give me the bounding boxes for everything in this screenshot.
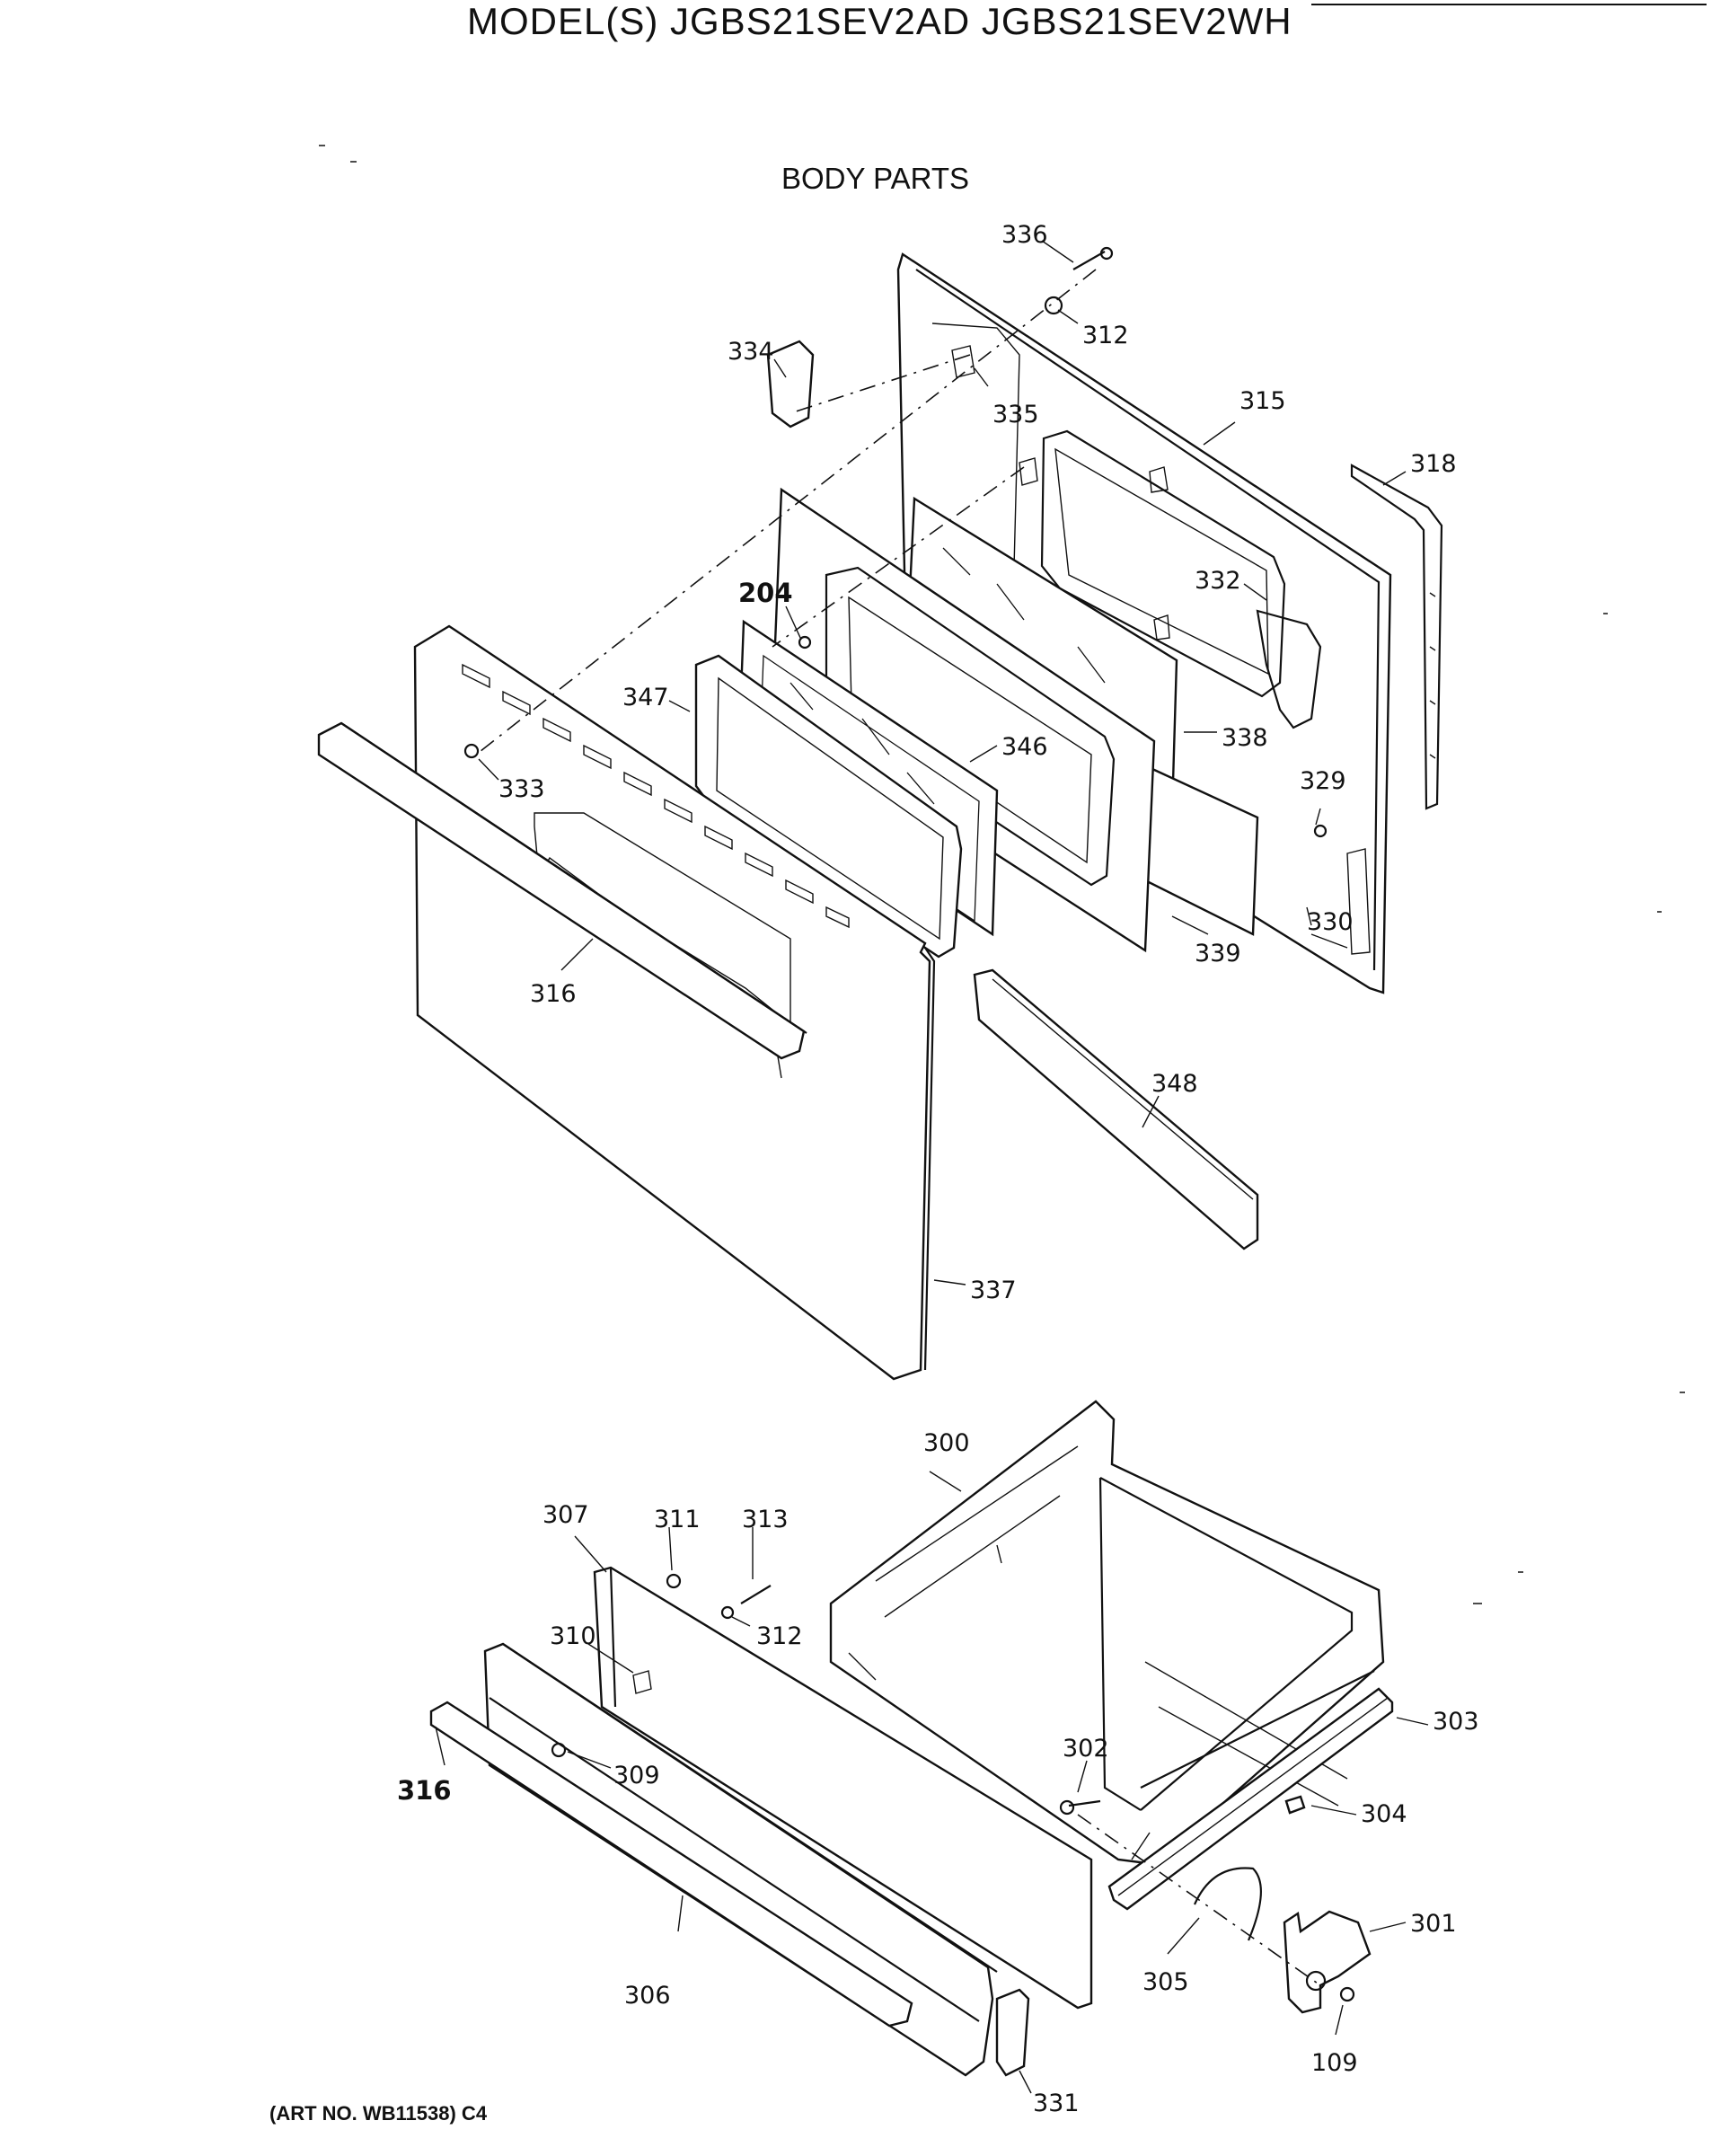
leader-lines — [435, 240, 1429, 2094]
bracket-334 — [766, 340, 815, 429]
drawer-assembly — [429, 1400, 1394, 2077]
washer-312 — [1044, 296, 1063, 315]
callout-301: 301 — [1410, 1910, 1457, 1938]
outer-door-337 — [413, 624, 936, 1381]
callout-336: 336 — [1001, 221, 1048, 249]
spring-clip-305 — [1193, 1867, 1262, 1941]
callout-332: 332 — [1195, 567, 1241, 595]
screw-336 — [1072, 251, 1106, 270]
drawer-handle-316 — [429, 1701, 913, 2028]
door-assembly — [317, 246, 1443, 1381]
hinge-support-335b — [1019, 457, 1038, 486]
callout-337: 337 — [970, 1277, 1017, 1304]
callout-338: 338 — [1222, 724, 1268, 752]
callout-339: 339 — [1195, 940, 1241, 968]
screw-204 — [798, 635, 812, 649]
glass-frame-347 — [694, 654, 963, 959]
callout-312: 312 — [1082, 322, 1129, 349]
screw-329 — [1313, 824, 1328, 838]
callout-315: 315 — [1239, 387, 1286, 415]
callout-labels: 336 312 334 335 315 318 332 204 347 346 … — [397, 221, 1479, 2117]
screw-313 — [740, 1585, 772, 1604]
clip-310 — [632, 1670, 652, 1694]
art-number: (ART NO. WB11538) C4 — [269, 2102, 488, 2125]
callout-312-drawer: 312 — [756, 1622, 803, 1650]
section-title: BODY PARTS — [781, 162, 970, 195]
inner-door-panel — [771, 487, 1156, 953]
hinge-support-335 — [951, 345, 975, 378]
callout-334: 334 — [728, 338, 774, 366]
callout-329: 329 — [1300, 767, 1346, 795]
callout-313: 313 — [742, 1506, 789, 1533]
drawer-front-306 — [483, 1642, 998, 2077]
callout-304: 304 — [1361, 1800, 1407, 1828]
callout-333: 333 — [498, 775, 545, 803]
callout-303: 303 — [1433, 1708, 1479, 1736]
scan-marks — [319, 145, 1685, 1604]
washer-311 — [666, 1573, 682, 1589]
callout-346: 346 — [1001, 733, 1048, 761]
callout-318: 318 — [1410, 450, 1457, 478]
stop-302 — [1068, 1799, 1101, 1807]
header-rule — [1311, 4, 1707, 5]
callout-316-drawer: 316 — [397, 1775, 452, 1806]
screw-309 — [551, 1742, 567, 1758]
callout-309: 309 — [613, 1762, 660, 1789]
callout-302: 302 — [1063, 1735, 1109, 1763]
washer-109 — [1339, 1986, 1355, 2002]
callout-316-door: 316 — [530, 980, 577, 1008]
drawer-rail-303 — [1107, 1687, 1394, 1911]
trim-strip-348 — [973, 968, 1259, 1250]
page-title: MODEL(S) JGBS21SEV2AD JGBS21SEV2WH — [467, 0, 1292, 42]
callout-335: 335 — [992, 401, 1039, 429]
drawer-front-panel — [593, 1566, 1093, 2010]
door-handle-316 — [317, 721, 807, 1060]
callout-348: 348 — [1151, 1070, 1198, 1098]
callout-300: 300 — [923, 1429, 970, 1457]
callout-306: 306 — [624, 1982, 671, 2010]
callout-204: 204 — [738, 578, 793, 608]
bumper-304 — [1284, 1795, 1306, 1815]
callout-307: 307 — [543, 1501, 589, 1529]
door-liner-315 — [896, 252, 1392, 994]
callout-310: 310 — [550, 1622, 596, 1650]
callout-109: 109 — [1311, 2049, 1358, 2077]
callout-330: 330 — [1307, 908, 1354, 936]
callout-331: 331 — [1033, 2090, 1080, 2117]
door-gasket-318 — [1350, 464, 1443, 810]
screw-333 — [463, 743, 480, 759]
callout-347: 347 — [622, 684, 669, 711]
callout-305: 305 — [1142, 1968, 1189, 1996]
roller-arm-301 — [1283, 1910, 1372, 2014]
vent-slots — [462, 663, 850, 929]
washer-312b — [720, 1605, 735, 1620]
callout-311: 311 — [654, 1506, 701, 1533]
bracket-331 — [995, 1988, 1030, 2077]
